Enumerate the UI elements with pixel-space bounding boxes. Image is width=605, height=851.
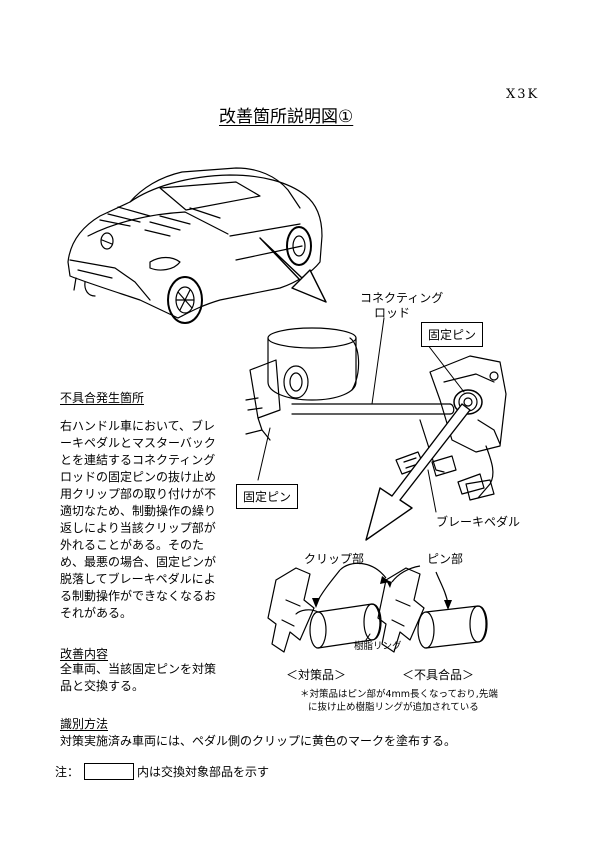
clip-drawings — [267, 567, 488, 653]
countermeasure-note: ＊対策品はピン部が4mm長くなっており,先端 に抜け止め樹脂リングが追加されてい… — [300, 689, 498, 713]
improvement-description: 全車両、当該固定ピンを対策 品と交換する。 — [60, 662, 217, 693]
brake-pedal-label: ブレーキペダル — [436, 515, 521, 529]
brake-assembly-drawing — [245, 327, 507, 501]
footer-note-prefix: 注： — [55, 765, 80, 779]
countermeasure-part-label: ＜対策品＞ — [286, 668, 347, 682]
improvement-heading: 改善内容 — [60, 647, 109, 661]
assembly-to-clips-arrow — [365, 403, 471, 541]
resin-ring-label: 樹脂リング — [354, 641, 402, 652]
document-code: X3K — [506, 87, 540, 102]
page-title: 改善箇所説明図① — [219, 107, 354, 127]
legend-box — [84, 763, 134, 780]
pin-part-label: ピン部 — [427, 552, 464, 566]
defect-heading: 不具合発生箇所 — [60, 391, 145, 405]
car-to-assembly-arrow — [259, 237, 327, 303]
fixed-pin-label-left: 固定ピン — [236, 484, 299, 509]
identification-heading: 識別方法 — [60, 717, 109, 731]
footer-note-text: 内は交換対象部品を示す — [137, 765, 270, 779]
identification-description: 対策実施済み車両には、ペダル側のクリップに黄色のマークを塗布する。 — [60, 734, 457, 748]
clip-part-label: クリップ部 — [304, 552, 365, 566]
defect-description: 右ハンドル車において、ブレ ーキペダルとマスターバック とを連結するコネクティン… — [60, 419, 217, 620]
fixed-pin-label-top: 固定ピン — [421, 322, 484, 347]
connecting-rod-label: コネクティング ロッド — [360, 291, 444, 320]
defective-part-label: ＜不具合品＞ — [402, 668, 475, 682]
car-drawing — [67, 167, 323, 324]
